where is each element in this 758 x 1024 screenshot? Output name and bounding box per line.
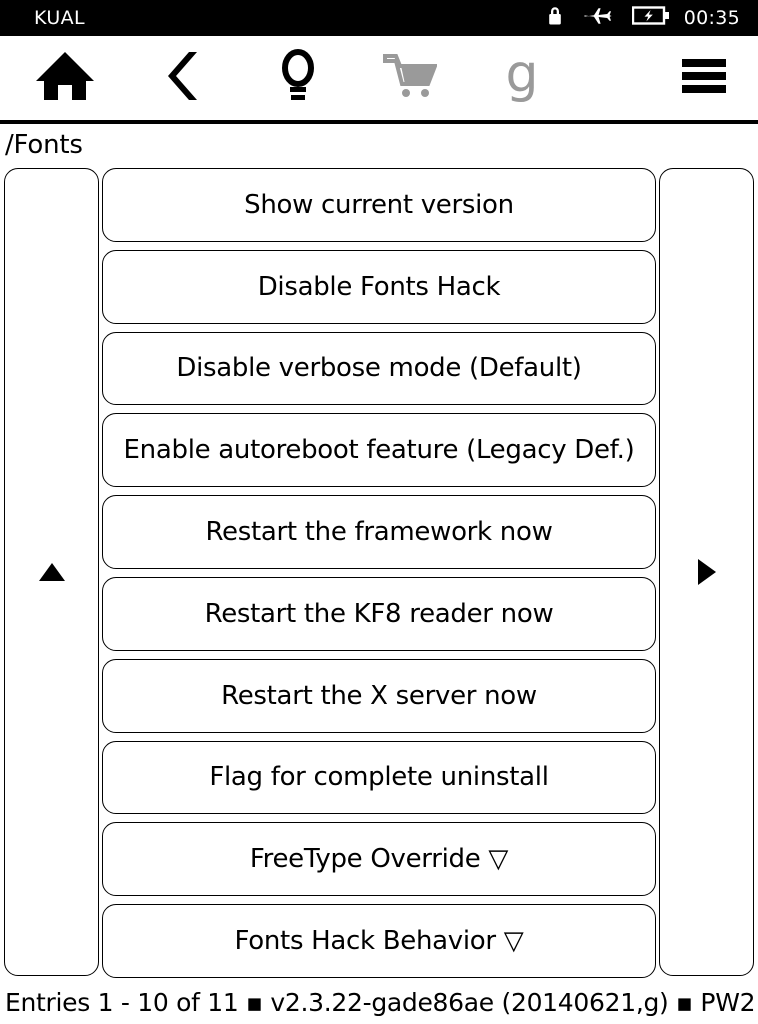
status-bar-clock: 00:35 (683, 7, 740, 29)
back-icon (166, 49, 206, 108)
menu-item-label: Enable autoreboot feature (Legacy Def.) (123, 435, 635, 466)
menu-item-label: Restart the X server now (221, 680, 537, 711)
menu-item-label: Disable verbose mode (Default) (176, 353, 582, 384)
menu-item-label: Restart the framework now (205, 517, 553, 548)
breadcrumb[interactable]: /Fonts (0, 124, 758, 166)
breadcrumb-path: /Fonts (5, 130, 83, 160)
menu-item-restart-kf8-reader[interactable]: Restart the KF8 reader now (102, 576, 656, 651)
menu-item-label: FreeType Override ▽ (249, 844, 509, 875)
toolbar-divider (0, 120, 758, 124)
home-icon (34, 50, 96, 107)
menu-item-fonts-hack-behavior[interactable]: Fonts Hack Behavior ▽ (102, 904, 656, 978)
light-bulb-icon (280, 48, 316, 109)
menu-item-freetype-override[interactable]: FreeType Override ▽ (102, 822, 656, 897)
hamburger-menu-icon (680, 57, 728, 100)
menu-item-disable-fonts-hack[interactable]: Disable Fonts Hack (102, 249, 656, 324)
battery-charging-icon (631, 5, 670, 31)
status-footer: Entries 1 - 10 of 11 ▪ v2.3.22-gade86ae … (0, 980, 758, 1024)
airplane-mode-icon (583, 6, 613, 31)
arrow-up-icon (38, 563, 65, 581)
menu-item-label: Restart the KF8 reader now (204, 598, 554, 629)
lock-icon (546, 5, 564, 32)
menu-item-label: Disable Fonts Hack (257, 271, 501, 302)
menu-item-flag-for-complete-uninstall[interactable]: Flag for complete uninstall (102, 740, 656, 815)
menu-item-restart-x-server[interactable]: Restart the X server now (102, 658, 656, 733)
menu-list: Show current version Disable Fonts Hack … (102, 166, 656, 980)
scroll-up-pane[interactable] (4, 168, 99, 976)
toolbar: g (0, 36, 758, 120)
menu-item-disable-verbose-mode[interactable]: Disable verbose mode (Default) (102, 331, 656, 406)
goodreads-button[interactable]: g (466, 36, 578, 120)
status-bar-title: KUAL (34, 7, 86, 29)
next-page-pane[interactable] (659, 168, 754, 976)
home-button[interactable] (0, 36, 130, 120)
menu-item-label: Fonts Hack Behavior ▽ (234, 926, 524, 957)
menu-body: Show current version Disable Fonts Hack … (0, 166, 758, 980)
cart-icon (383, 53, 438, 104)
menu-button[interactable] (650, 36, 758, 120)
front-light-button[interactable] (242, 36, 354, 120)
store-button[interactable] (354, 36, 466, 120)
status-footer-text: Entries 1 - 10 of 11 ▪ v2.3.22-gade86ae … (5, 987, 756, 1017)
menu-item-label: Show current version (244, 189, 514, 220)
status-bar-icons (546, 5, 670, 32)
menu-item-label: Flag for complete uninstall (209, 762, 549, 793)
menu-item-enable-autoreboot-feature[interactable]: Enable autoreboot feature (Legacy Def.) (102, 413, 656, 488)
menu-item-restart-framework[interactable]: Restart the framework now (102, 495, 656, 569)
back-button[interactable] (130, 36, 242, 120)
arrow-right-icon (697, 559, 716, 585)
svg-text:g: g (505, 44, 538, 104)
status-bar: KUAL 00:35 (0, 0, 758, 36)
goodreads-icon: g (500, 44, 544, 113)
menu-item-show-current-version[interactable]: Show current version (102, 168, 656, 242)
